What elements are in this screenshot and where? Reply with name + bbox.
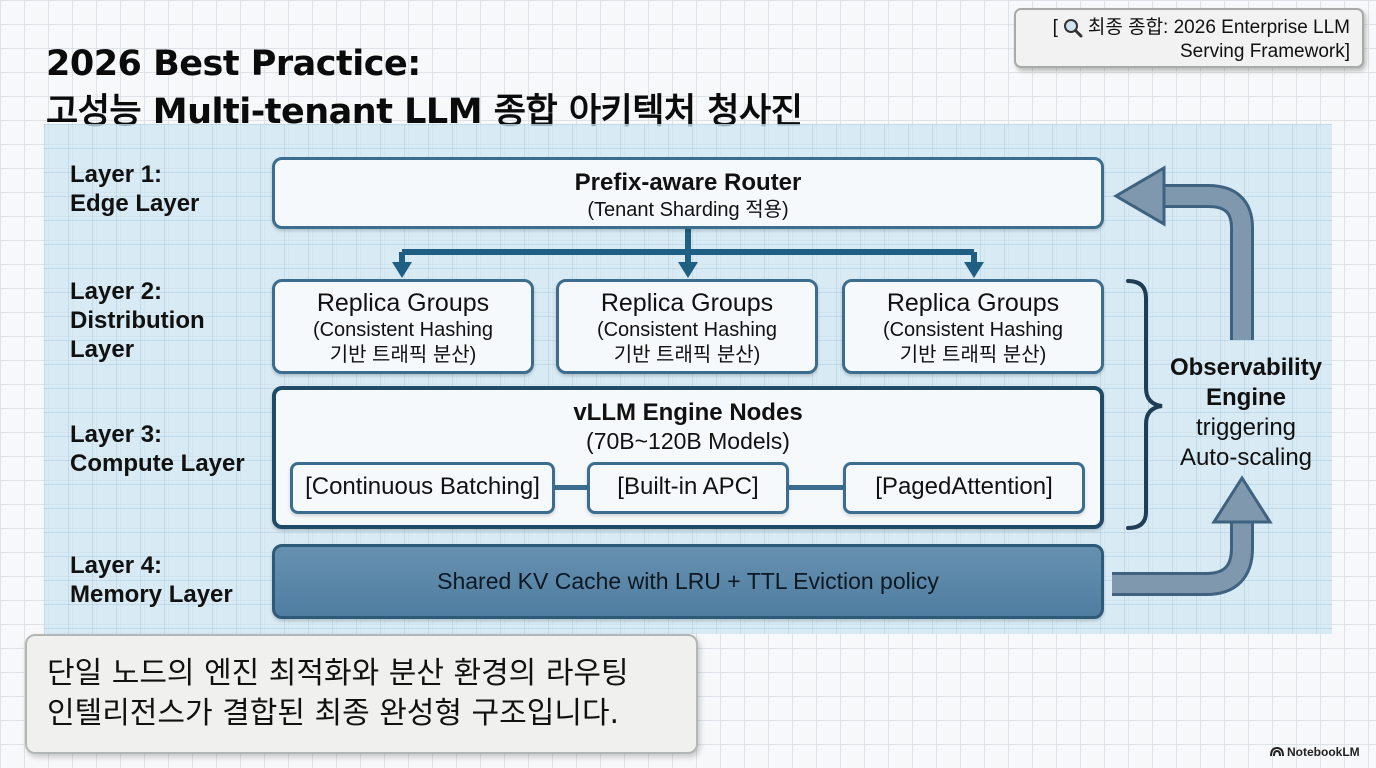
shared-kv-cache-box: Shared KV Cache with LRU + TTL Eviction …: [272, 544, 1104, 619]
layer-4-name: Memory Layer: [70, 581, 233, 608]
router-title: Prefix-aware Router: [574, 169, 802, 196]
replica-detail-line-2: 기반 트래픽 분산): [899, 344, 1047, 366]
layer-4-label: Layer 4: Memory Layer: [70, 551, 233, 609]
layer-4-number: Layer 4:: [70, 552, 163, 579]
summary-line-1: 단일 노드의 엔진 최적화와 분산 환경의 라우팅: [47, 656, 629, 691]
layer-1-name: Edge Layer: [70, 190, 200, 217]
replica-group-box: Replica Groups (Consistent Hashing 기반 트래…: [556, 279, 818, 374]
feature-continuous-batching: [Continuous Batching]: [290, 462, 555, 514]
observability-line-1: Observability: [1169, 354, 1323, 381]
summary-callout: 단일 노드의 엔진 최적화와 분산 환경의 라우팅 인텔리전스가 결합된 최종 …: [25, 634, 698, 754]
layer-1-number: Layer 1:: [70, 161, 163, 188]
observability-line-4: Auto-scaling: [1179, 444, 1313, 471]
section-tag: [ 최종 종합: 2026 Enterprise LLM Serving Fra…: [1014, 8, 1364, 68]
layer-3-name: Compute Layer: [70, 450, 245, 477]
replica-detail-line-1: (Consistent Hashing: [596, 319, 778, 341]
watermark-text: NotebookLM: [1287, 745, 1360, 759]
feature-connector: [786, 485, 846, 490]
layer-3-label: Layer 3: Compute Layer: [70, 420, 245, 478]
prefix-aware-router-box: Prefix-aware Router (Tenant Sharding 적용): [272, 157, 1104, 229]
feature-connector: [552, 485, 590, 490]
engine-title: vLLM Engine Nodes: [573, 399, 803, 426]
title-line-1: 2026 Best Practice:: [46, 44, 421, 84]
replica-group-box: Replica Groups (Consistent Hashing 기반 트래…: [272, 279, 534, 374]
magnifier-icon: [1062, 18, 1084, 38]
layer-2-name-line-1: Distribution: [70, 307, 205, 334]
replica-detail-line-2: 기반 트래픽 분산): [613, 344, 761, 366]
observability-line-2: Engine: [1205, 384, 1286, 411]
open-bracket: [: [1052, 17, 1058, 38]
observability-engine-label: Observability Engine triggering Auto-sca…: [1160, 353, 1332, 473]
layer-2-name-line-2: Layer: [70, 336, 135, 363]
feature-built-in-apc: [Built-in APC]: [587, 462, 789, 514]
replica-detail-line-1: (Consistent Hashing: [312, 319, 494, 341]
summary-line-2: 인텔리전스가 결합된 최종 완성형 구조입니다.: [47, 696, 620, 731]
layer-2-number: Layer 2:: [70, 278, 163, 305]
replica-title: Replica Groups: [316, 289, 490, 317]
tag-line-1: 최종 종합: 2026 Enterprise LLM: [1087, 17, 1350, 38]
feature-paged-attention: [PagedAttention]: [843, 462, 1085, 514]
page-title: 2026 Best Practice: 고성능 Multi-tenant LLM…: [46, 40, 803, 136]
notebooklm-watermark: NotebookLM: [1270, 745, 1360, 759]
replica-group-box: Replica Groups (Consistent Hashing 기반 트래…: [842, 279, 1104, 374]
router-subtitle: (Tenant Sharding 적용): [587, 199, 789, 221]
notebooklm-logo-icon: [1270, 747, 1284, 757]
layer-2-label: Layer 2: Distribution Layer: [70, 277, 205, 364]
replica-title: Replica Groups: [600, 289, 774, 317]
replica-title: Replica Groups: [886, 289, 1060, 317]
tag-line-2: Serving Framework]: [1180, 41, 1350, 62]
layer-3-number: Layer 3:: [70, 421, 163, 448]
replica-detail-line-1: (Consistent Hashing: [882, 319, 1064, 341]
observability-line-3: triggering: [1195, 414, 1297, 441]
engine-subtitle: (70B~120B Models): [586, 428, 790, 454]
layer-1-label: Layer 1: Edge Layer: [70, 160, 199, 218]
replica-detail-line-2: 기반 트래픽 분산): [329, 344, 477, 366]
